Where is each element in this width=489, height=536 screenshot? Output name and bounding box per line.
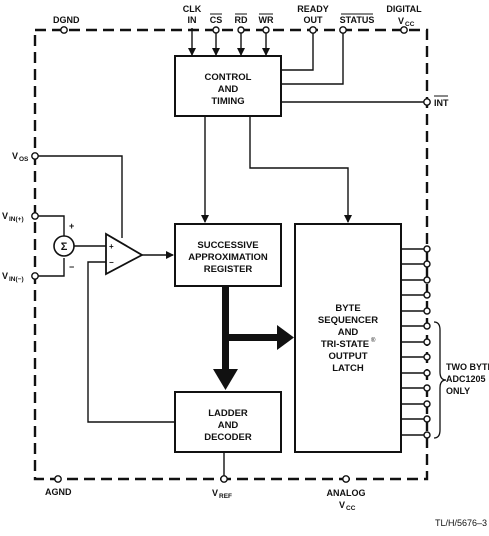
sar-label-1: SUCCESSIVE xyxy=(197,240,258,251)
digital-label: DIGITAL xyxy=(386,4,422,14)
latch-label-1: BYTE xyxy=(335,303,360,314)
vin-minus-sub: IN(−) xyxy=(9,276,24,283)
analog-label: ANALOG xyxy=(327,488,366,498)
vos-label: V xyxy=(12,151,18,161)
summer-plus: + xyxy=(69,221,74,231)
latch-label-3: AND xyxy=(338,327,359,338)
two-byte-label: TWO BYTE xyxy=(446,362,489,372)
adc1205-label: ADC1205 xyxy=(446,374,486,384)
chip-boundary xyxy=(33,28,429,481)
only-label: ONLY xyxy=(446,386,470,396)
ready-out-label: OUT xyxy=(304,15,324,25)
vin-minus-label: V xyxy=(2,271,8,281)
latch-registered-mark: ® xyxy=(371,337,376,344)
rd-label: RD xyxy=(235,15,248,25)
control-label-3: TIMING xyxy=(211,96,244,107)
latch-output-pins xyxy=(401,245,431,439)
vin-plus-label: V xyxy=(2,211,8,221)
vref-sub: REF xyxy=(219,493,232,500)
status-label: STATUS xyxy=(340,15,375,25)
latch-label-5: OUTPUT xyxy=(328,351,367,362)
summing-junction xyxy=(53,235,75,257)
sar-label-2: APPROXIMATION xyxy=(188,252,268,263)
summer-symbol: Σ xyxy=(61,241,68,253)
ladder-label-2: AND xyxy=(218,420,239,431)
ladder-label-1: LADDER xyxy=(208,408,248,419)
cs-label: CS xyxy=(210,15,223,25)
vin-plus-sub: IN(+) xyxy=(9,216,24,223)
analog-vcc-label: V xyxy=(339,500,345,510)
agnd-label: AGND xyxy=(45,487,72,497)
vref-label: V xyxy=(212,488,218,498)
sar-block xyxy=(174,223,282,287)
dgnd-label: DGND xyxy=(53,15,80,25)
two-byte-brace xyxy=(433,321,447,439)
int-label: INT xyxy=(434,98,449,108)
digital-vcc-sub: CC xyxy=(405,21,415,28)
data-bus xyxy=(213,287,294,390)
ladder-decoder-block xyxy=(174,391,282,453)
ladder-label-3: DECODER xyxy=(204,432,252,443)
clk-in-label: IN xyxy=(188,15,197,25)
top-pin-wires xyxy=(60,26,431,106)
sar-label-3: REGISTER xyxy=(204,264,253,275)
internal-wires xyxy=(31,117,352,483)
vos-sub: OS xyxy=(19,156,29,163)
digital-vcc-label: V xyxy=(398,16,404,26)
latch-label-4: TRI-STATE xyxy=(321,339,369,350)
wr-label: WR xyxy=(259,15,274,25)
control-label-1: CONTROL xyxy=(205,72,252,83)
figure-reference: TL/H/5676–3 xyxy=(435,518,487,528)
latch-label-2: SEQUENCER xyxy=(318,315,378,326)
active-low-overbars xyxy=(210,13,448,97)
comparator xyxy=(105,232,144,276)
control-timing-block xyxy=(174,55,282,117)
comparator-minus: − xyxy=(109,258,114,267)
latch-label-6: LATCH xyxy=(332,363,364,374)
output-latch-block xyxy=(294,223,402,453)
comparator-plus: + xyxy=(109,242,114,251)
summer-minus: − xyxy=(69,262,74,272)
control-label-2: AND xyxy=(218,84,239,95)
clk-label: CLK xyxy=(183,4,202,14)
ready-label: READY xyxy=(297,4,329,14)
analog-vcc-sub: CC xyxy=(346,505,356,512)
